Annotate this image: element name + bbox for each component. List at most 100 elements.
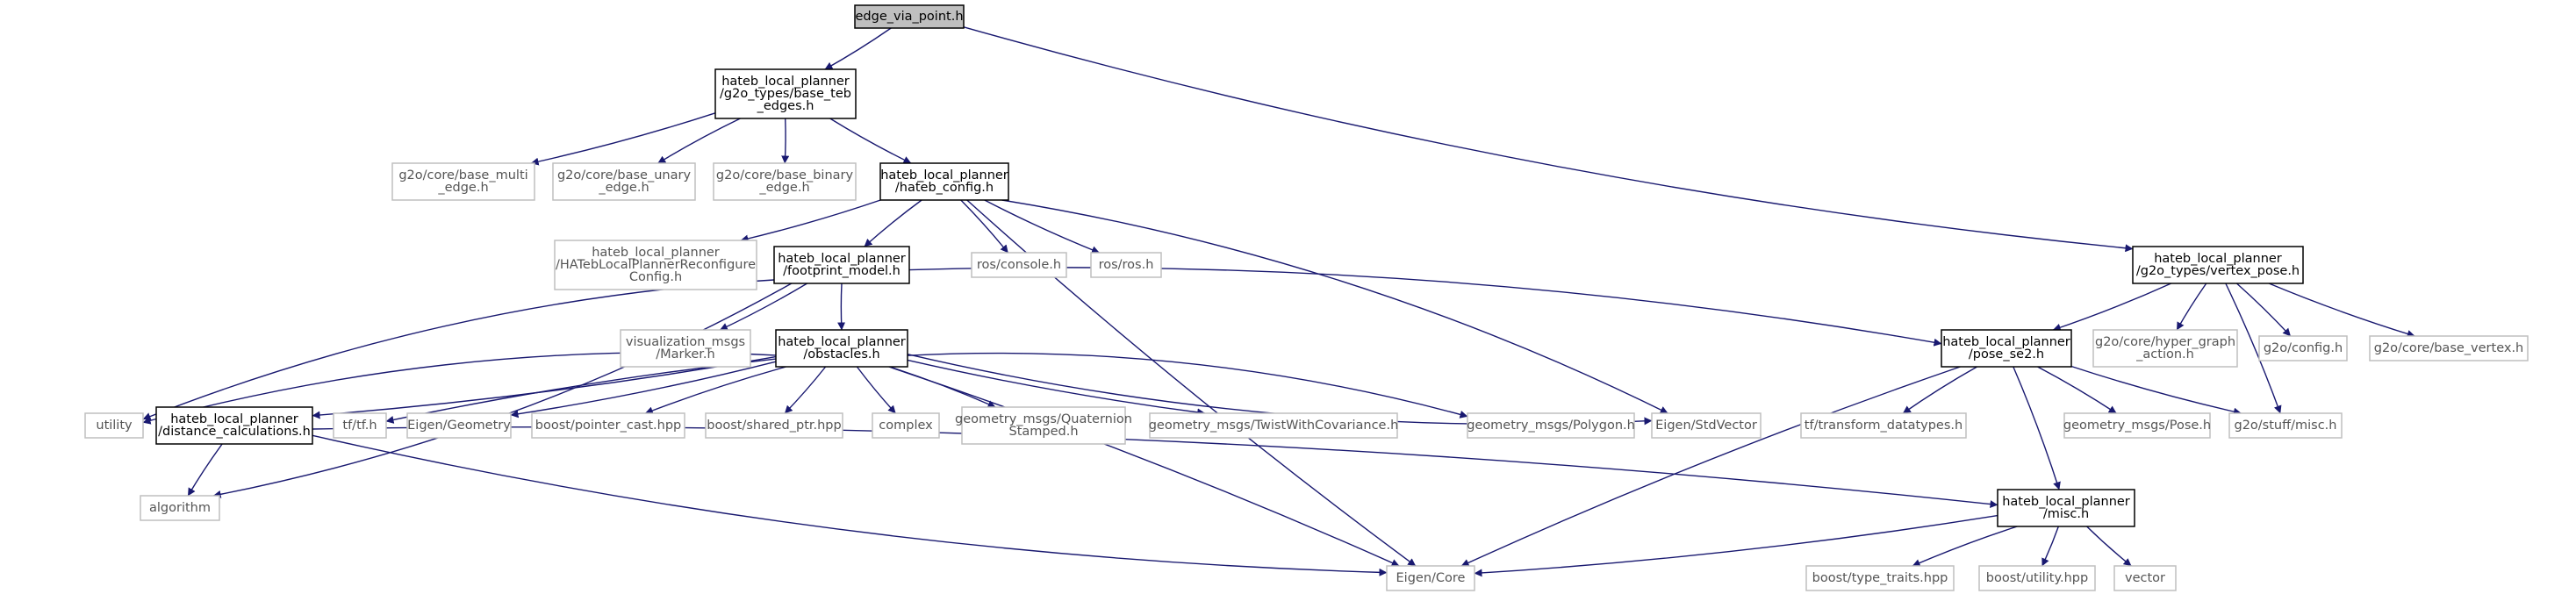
node-reconfigure: hateb_local_planner/HATebLocalPlannerRec… [554, 240, 757, 290]
node-g2o-config: g2o/config.h [2258, 335, 2348, 361]
node-root[interactable]: edge_via_point.h [854, 4, 965, 29]
edge-pose_se2-to-eigen_core [1460, 366, 1961, 567]
edge-misc-to-eigen_core [1474, 514, 1998, 577]
node-complex: complex [872, 412, 940, 439]
node-base-unary-edge: g2o/core/base_unary_edge.h [552, 162, 696, 201]
node-shared-ptr: boost/shared_ptr.hpp [705, 412, 843, 439]
node-misc[interactable]: hateb_local_planner/misc.h [1997, 489, 2135, 527]
node-label-line: hateb_local_planner [880, 168, 1008, 182]
node-eigen-geometry: Eigen/Geometry [406, 412, 512, 439]
node-type-traits: boost/type_traits.hpp [1805, 565, 1955, 591]
node-box [1941, 329, 2072, 368]
node-box [2092, 329, 2238, 368]
node-box [1386, 565, 1475, 591]
node-label-line: complex [879, 419, 933, 433]
edge-obstacles-to-twist_cov [907, 359, 1206, 417]
node-stdvector: Eigen/StdVector [1651, 412, 1762, 439]
node-label-line: _edge.h [598, 181, 649, 195]
edge-vertex_pose-to-hyper_graph_action [2176, 283, 2207, 331]
node-vertex-pose[interactable]: hateb_local_planner/g2o_types/vertex_pos… [2132, 246, 2304, 284]
node-label-line: hateb_local_planner [1942, 335, 2070, 349]
edge-obstacles-to-eigen_geometry [510, 361, 777, 419]
node-box [1997, 489, 2135, 527]
node-box [620, 329, 751, 368]
node-label-line: hateb_local_planner [170, 412, 298, 426]
node-label-line: /HATebLocalPlannerReconfigure [556, 258, 756, 272]
node-box [713, 162, 857, 201]
node-label-line: /g2o_types/vertex_pose.h [2136, 264, 2300, 278]
node-box [333, 412, 387, 439]
node-ros-ros: ros/ros.h [1090, 252, 1162, 278]
node-utility: utility [84, 412, 144, 439]
node-box [140, 495, 220, 521]
node-label-line: ros/console.h [977, 258, 1061, 272]
node-label-line: g2o/core/base_binary [716, 168, 854, 182]
node-box [406, 412, 512, 439]
node-label-line: geometry_msgs/Pose.h [2063, 419, 2211, 433]
node-label-line: ros/ros.h [1099, 258, 1154, 272]
node-label-line: boost/type_traits.hpp [1812, 571, 1948, 585]
edge-obstacles-to-shared_ptr [784, 366, 827, 414]
edge-obstacles-to-tf [385, 358, 777, 424]
node-base-teb-edges[interactable]: hateb_local_planner/g2o_types/base_teb_e… [714, 68, 857, 119]
node-box [872, 412, 940, 439]
edge-vertex_pose-to-base_vertex [2268, 283, 2415, 338]
edge-hateb_config-to-ros_console [960, 199, 1009, 254]
node-label-line: g2o/core/base_multi [398, 168, 527, 182]
node-label-line: _edge.h [758, 181, 809, 195]
node-label-line: geometry_msgs/Polygon.h [1467, 419, 1635, 433]
node-box [1149, 412, 1398, 439]
node-label-line: vector [2125, 571, 2165, 585]
node-stuff-misc: g2o/stuff/misc.h [2228, 412, 2343, 439]
node-distance-calc[interactable]: hateb_local_planner/distance_calculation… [155, 406, 313, 445]
node-polygon: geometry_msgs/Polygon.h [1467, 412, 1635, 439]
edge-vertex_pose-to-g2o_config [2235, 283, 2292, 337]
edge-base_teb_edges-to-base_multi_edge [530, 112, 716, 166]
node-obstacles[interactable]: hateb_local_planner/obstacles.h [775, 329, 908, 368]
node-box [2369, 335, 2529, 361]
edge-hateb_config-to-footprint [864, 199, 922, 247]
node-label-line: _edges.h [757, 99, 814, 113]
node-ros-console: ros/console.h [971, 252, 1067, 278]
node-vector: vector [2113, 565, 2177, 591]
node-label-line: g2o/core/base_unary [557, 168, 692, 182]
node-label-line: hateb_local_planner [778, 252, 906, 266]
node-label-line: /footprint_model.h [783, 264, 901, 278]
node-box [2228, 412, 2343, 439]
node-box [854, 4, 965, 29]
node-box [2113, 565, 2177, 591]
edge-base_teb_edges-to-base_unary_edge [657, 118, 741, 164]
node-pose-se2[interactable]: hateb_local_planner/pose_se2.h [1941, 329, 2072, 368]
node-label-line: boost/pointer_cast.hpp [535, 419, 682, 433]
edge-pose_se2-to-tf_datatypes [1902, 366, 1977, 414]
node-label-line: hateb_local_planner [721, 75, 850, 89]
edge-obstacles-to-complex [856, 366, 896, 414]
node-hateb-config[interactable]: hateb_local_planner/hateb_config.h [879, 162, 1009, 201]
node-box [2132, 246, 2304, 284]
node-tf: tf/tf.h [333, 412, 387, 439]
node-twist-cov: geometry_msgs/TwistWithCovariance.h [1149, 412, 1398, 439]
node-box [879, 162, 1009, 201]
edge-misc-to-boost_utility [2041, 526, 2059, 567]
node-eigen-core: Eigen/Core [1386, 565, 1475, 591]
edge-pose_se2-to-misc [2013, 366, 2061, 490]
node-label-line: boost/utility.hpp [1986, 571, 2088, 585]
node-label-line: edge_via_point.h [855, 10, 963, 24]
node-box [1651, 412, 1762, 439]
node-footprint[interactable]: hateb_local_planner/footprint_model.h [773, 246, 910, 284]
edge-misc-to-vector [2086, 526, 2132, 567]
node-box [2258, 335, 2348, 361]
node-label-line: /Marker.h [656, 347, 714, 361]
edge-footprint-to-pose_se2 [908, 267, 1942, 347]
node-box [714, 68, 857, 119]
node-box [552, 162, 696, 201]
edge-base_teb_edges-to-base_binary_edge [781, 118, 790, 164]
edge-pose_se2-to-geom_pose [2037, 366, 2117, 414]
node-boost-utility: boost/utility.hpp [1978, 565, 2096, 591]
node-box [961, 406, 1126, 445]
node-box [1978, 565, 2096, 591]
node-base-binary-edge: g2o/core/base_binary_edge.h [713, 162, 857, 201]
edge-hateb_config-to-reconfigure [740, 199, 881, 243]
